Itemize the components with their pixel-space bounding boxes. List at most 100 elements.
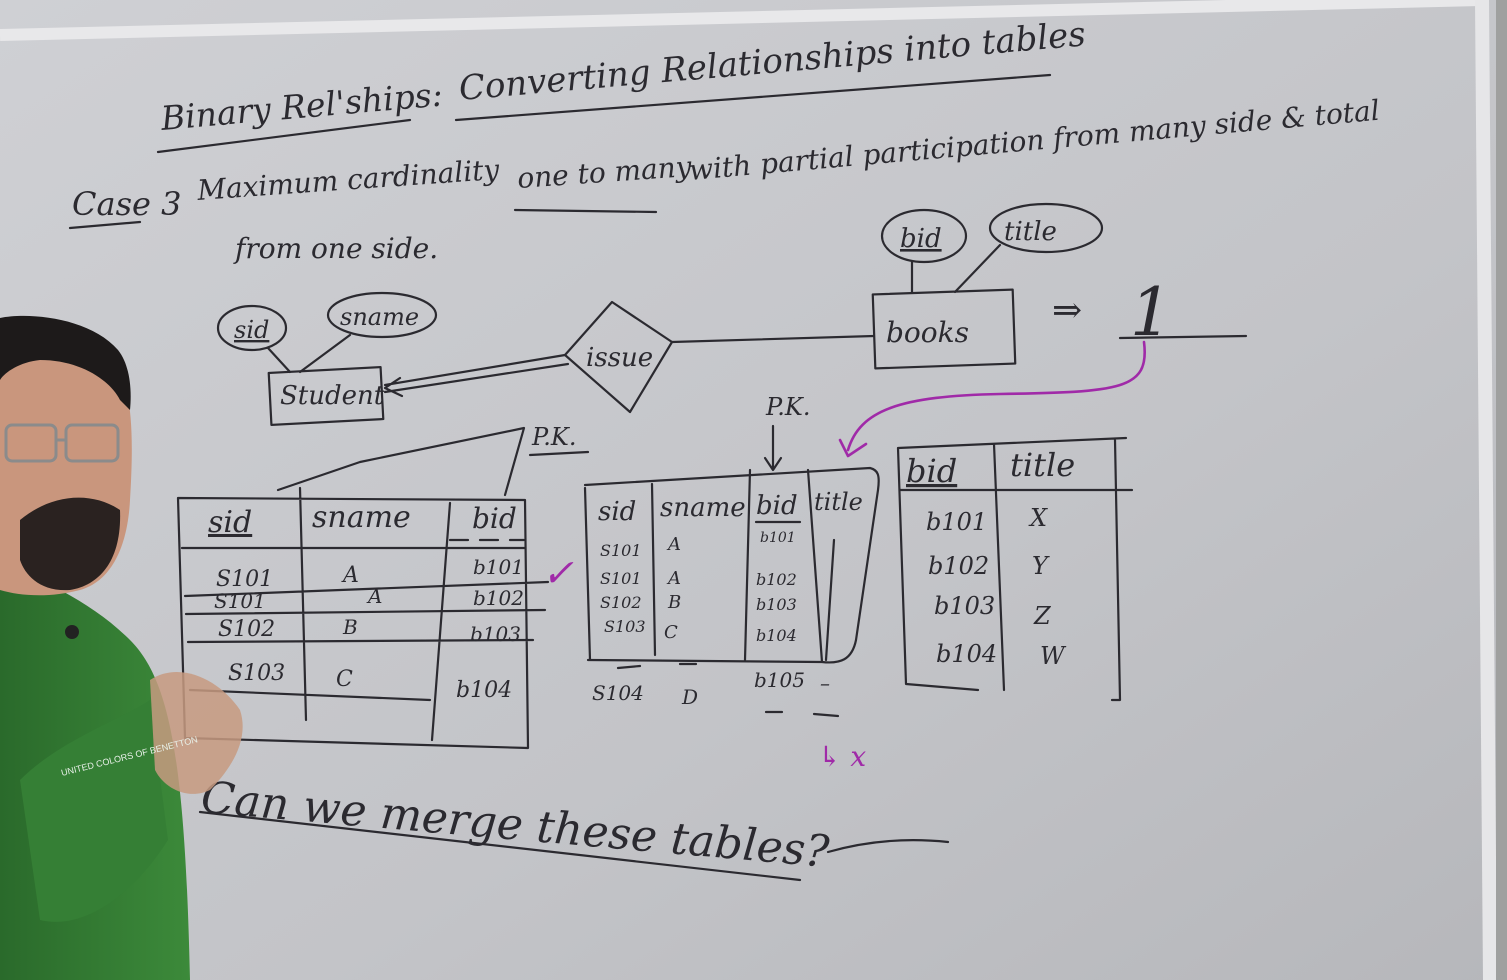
table-middle-header-sid: sid — [598, 497, 636, 527]
table-middle-header-title: title — [814, 488, 863, 516]
table-cell: S103 — [228, 661, 285, 686]
glasses-right — [64, 423, 120, 463]
table-row: S101 A b101 — [216, 555, 524, 592]
attribute-sname: sname — [340, 303, 419, 331]
purple-curve-arrow — [846, 340, 1147, 452]
tick-mark: ✓ — [542, 551, 574, 595]
attribute-title: title — [1004, 217, 1057, 247]
table-cell: b103 — [934, 592, 995, 620]
table-cell: b102 — [756, 570, 797, 589]
presenter: UNITED COLORS OF BENETTON — [0, 315, 243, 980]
table-cell: A — [341, 563, 359, 588]
table-cell: C — [664, 622, 678, 643]
table-row: S101 A b102 — [600, 568, 797, 589]
attribute-sid: sid — [234, 316, 269, 344]
pk-label-middle: P.K. — [765, 393, 810, 421]
table-row: S103 C b104 — [604, 617, 797, 645]
table-cell: S101 — [600, 541, 642, 560]
table-row: S101 A b102 — [214, 584, 524, 613]
attribute-sid-oval — [216, 304, 288, 352]
double-line-student — [383, 353, 570, 398]
table-cell: A — [366, 584, 382, 608]
table-cell: – — [820, 671, 830, 695]
table-middle: sid sname bid title S101 A b101 S101 A b… — [583, 466, 880, 773]
table-cell: b102 — [928, 552, 989, 580]
glasses-left — [4, 423, 58, 463]
entity-student-box — [267, 366, 385, 426]
table-left: sid sname bid S101 A b101 S101 A b102 S1… — [176, 486, 550, 750]
entity-books-box — [871, 288, 1017, 370]
attribute-sname-oval — [326, 291, 438, 339]
table-row: S102 B b103 — [600, 592, 797, 614]
table-cell: S104 — [592, 681, 644, 705]
table-row: S102 B b103 — [218, 615, 521, 646]
question-dash — [826, 839, 950, 854]
table-cell: B — [667, 592, 681, 613]
implies-arrow: ⇒ — [1052, 290, 1082, 331]
table-cell: b101 — [473, 555, 524, 579]
table-cell: A — [666, 534, 681, 555]
table-right-header-title: title — [1010, 446, 1075, 484]
er-diagram: sid sname Student issue bid title books … — [216, 202, 1248, 426]
table-cell: b101 — [926, 508, 987, 536]
table-middle-title-line — [824, 538, 836, 662]
table-cell: b103 — [756, 595, 797, 614]
table-row: b104 W — [936, 640, 1067, 670]
table-middle-header-sname: sname — [660, 493, 746, 523]
entity-books: books — [886, 316, 969, 349]
table-middle-header-bid: bid — [756, 491, 798, 521]
table-row: b102 Y — [928, 552, 1050, 580]
table-right-header-bid: bid — [906, 452, 957, 490]
pk-label-left: P.K. — [531, 423, 576, 451]
entity-student: Student — [280, 381, 385, 411]
attribute-bid: bid — [900, 224, 942, 254]
purple-arrowhead — [838, 438, 868, 458]
line-books — [670, 334, 876, 344]
table-cell: S101 — [216, 567, 273, 592]
table-cell: C — [336, 667, 353, 692]
table-cell: S101 — [600, 569, 642, 588]
presenter-hand — [150, 671, 243, 794]
relationship-issue: issue — [586, 343, 653, 373]
table-right: bid title b101 X b102 Y b103 Z b104 W — [896, 436, 1134, 702]
table-cell: D — [681, 685, 698, 709]
presenter-arm — [20, 700, 168, 922]
table-cell: b104 — [936, 640, 997, 668]
board-right-frame — [1475, 0, 1497, 980]
wall-edge — [1496, 0, 1507, 980]
table-cell: b101 — [760, 530, 796, 546]
question-underline — [198, 810, 802, 882]
table-row-extra: S104 D b105 – — [592, 668, 830, 709]
table-cell: b105 — [754, 668, 805, 692]
table-cell: b104 — [456, 678, 512, 703]
table-cell: Y — [1032, 552, 1050, 580]
table-cell: W — [1040, 642, 1067, 670]
table-row: S103 C b104 — [228, 661, 512, 703]
table-cell: b102 — [473, 586, 524, 610]
case-text-4: from one side. — [233, 232, 438, 265]
attribute-bid-oval — [880, 208, 968, 264]
lapel-mic — [65, 625, 79, 639]
table-cell: A — [666, 568, 681, 589]
table-cell: S102 — [600, 593, 642, 612]
pk-arrow-middle — [763, 424, 783, 472]
table-row: b103 Z — [934, 592, 1052, 630]
board-top-frame — [0, 0, 1481, 41]
table-cell: b103 — [470, 622, 521, 646]
table-cell: S103 — [604, 617, 646, 636]
table-row: b101 X — [926, 504, 1048, 536]
pk-pointer-left — [276, 426, 526, 497]
table-cell: B — [342, 615, 358, 639]
table-cell: X — [1028, 504, 1048, 532]
table-left-header-sid: sid — [208, 505, 252, 540]
table-cell: S101 — [214, 589, 266, 613]
table-left-header-bid: bid — [472, 502, 517, 535]
presenter-beard — [20, 497, 121, 591]
count-one: 1 — [1130, 274, 1172, 351]
cross-mark: ↳ x — [818, 740, 866, 773]
table-cell: b104 — [756, 626, 797, 645]
table-left-header-sname: sname — [312, 500, 411, 535]
table-cell: S102 — [218, 617, 275, 642]
